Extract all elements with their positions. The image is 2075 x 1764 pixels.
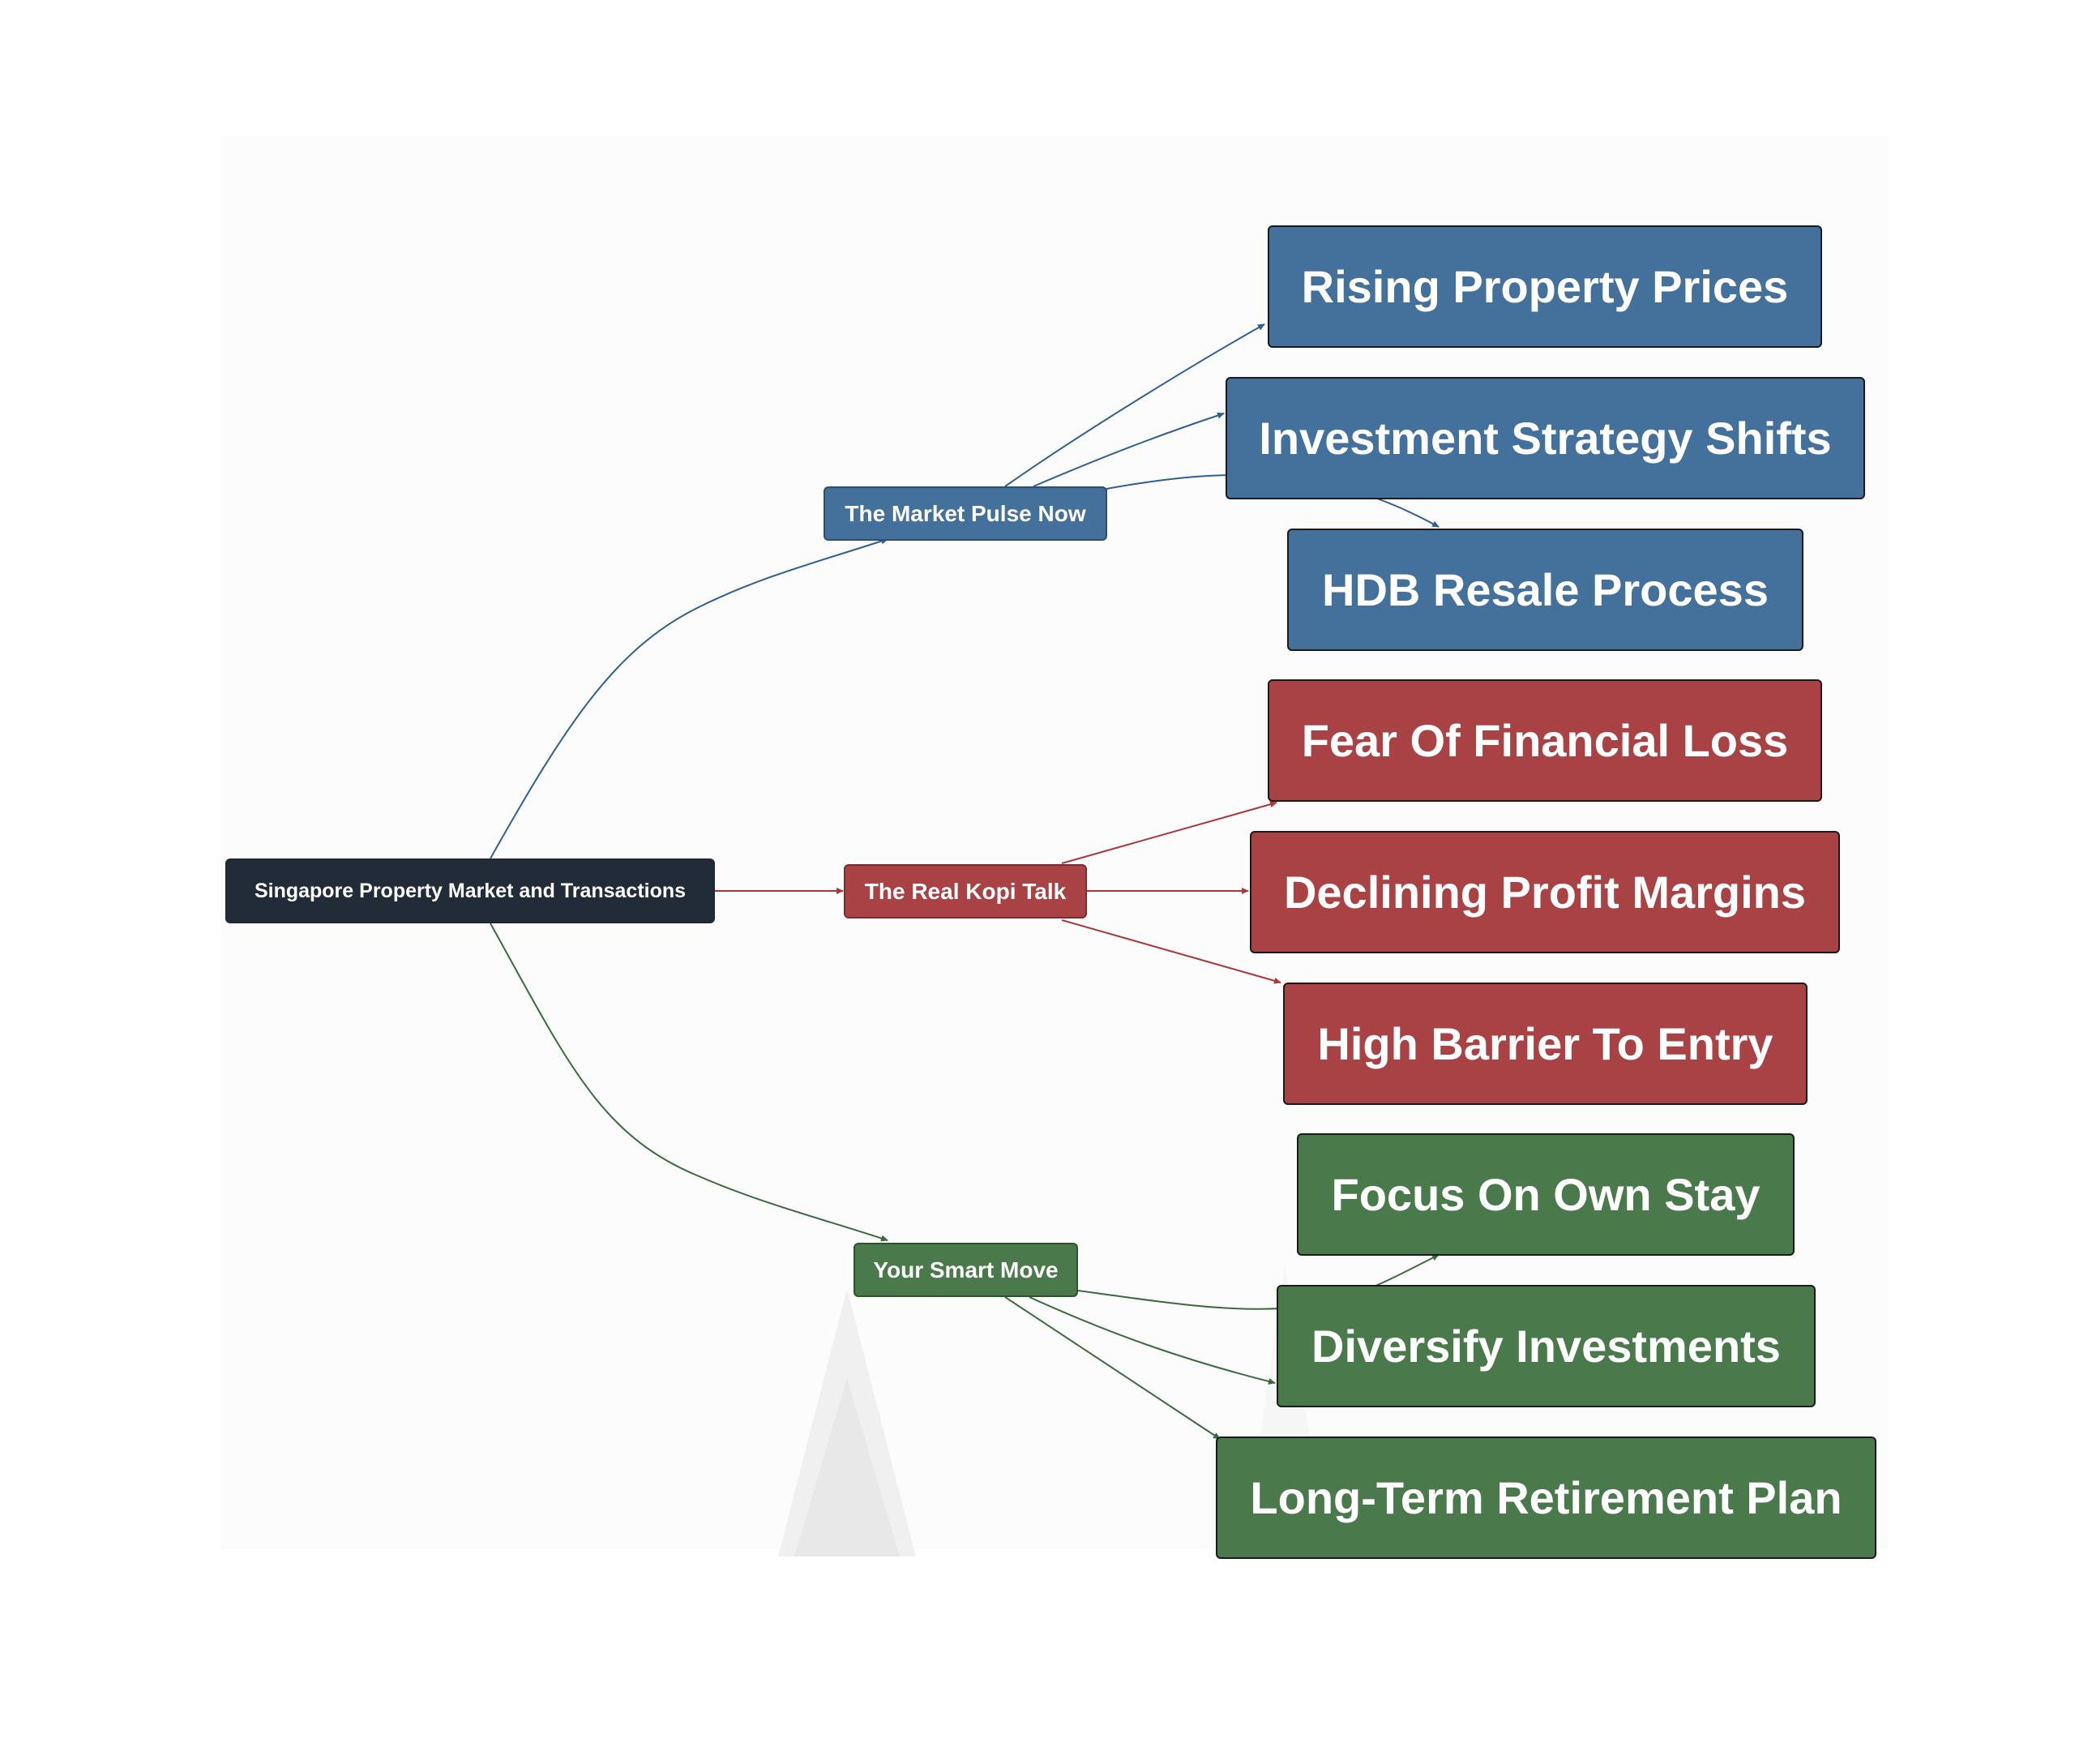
leaf-node-barrier-entry[interactable]: High Barrier To Entry [1283, 983, 1808, 1105]
leaf-node-label: Declining Profit Margins [1283, 867, 1807, 918]
branch-node-label: The Real Kopi Talk [864, 878, 1067, 904]
leaf-node-label: HDB Resale Process [1322, 564, 1769, 615]
leaf-node-retirement[interactable]: Long-Term Retirement Plan [1216, 1436, 1876, 1559]
leaf-node-profit-margins[interactable]: Declining Profit Margins [1250, 831, 1840, 953]
branch-node-market-pulse[interactable]: The Market Pulse Now [824, 486, 1107, 541]
leaf-node-diversify[interactable]: Diversify Investments [1277, 1285, 1816, 1407]
leaf-node-label: Focus On Own Stay [1331, 1169, 1761, 1220]
edge-root-to-smart-move [490, 923, 888, 1242]
leaf-node-label: Fear Of Financial Loss [1301, 715, 1789, 766]
edge-market-to-rising-prices [1004, 323, 1265, 487]
branch-node-label: Your Smart Move [873, 1257, 1059, 1282]
branch-node-smart-move[interactable]: Your Smart Move [854, 1243, 1078, 1297]
branch-node-kopi-talk[interactable]: The Real Kopi Talk [844, 864, 1087, 918]
edge-kopi-to-fear-loss [1061, 801, 1277, 864]
branch-node-label: The Market Pulse Now [845, 500, 1086, 526]
leaf-node-label: Long-Term Retirement Plan [1250, 1472, 1842, 1523]
leaf-node-label: High Barrier To Entry [1317, 1018, 1773, 1069]
edge-kopi-to-barrier-entry [1061, 919, 1281, 984]
leaf-node-strategy-shifts[interactable]: Investment Strategy Shifts [1226, 377, 1865, 499]
leaf-node-rising-prices[interactable]: Rising Property Prices [1268, 225, 1822, 348]
root-node[interactable]: Singapore Property Market and Transactio… [225, 858, 715, 923]
edge-smart-to-retirement [1004, 1296, 1221, 1440]
leaf-node-label: Rising Property Prices [1301, 261, 1789, 312]
leaf-node-label: Investment Strategy Shifts [1259, 413, 1832, 464]
edge-market-to-strategy-shifts [1033, 412, 1225, 487]
leaf-node-fear-loss[interactable]: Fear Of Financial Loss [1268, 679, 1822, 802]
root-node-label: Singapore Property Market and Transactio… [254, 879, 687, 902]
edge-smart-to-diversify [1029, 1296, 1276, 1385]
leaf-node-hdb-resale[interactable]: HDB Resale Process [1287, 529, 1803, 651]
leaf-node-label: Diversify Investments [1311, 1321, 1781, 1372]
leaf-node-own-stay[interactable]: Focus On Own Stay [1297, 1133, 1795, 1256]
edge-root-to-market-pulse [490, 537, 888, 859]
